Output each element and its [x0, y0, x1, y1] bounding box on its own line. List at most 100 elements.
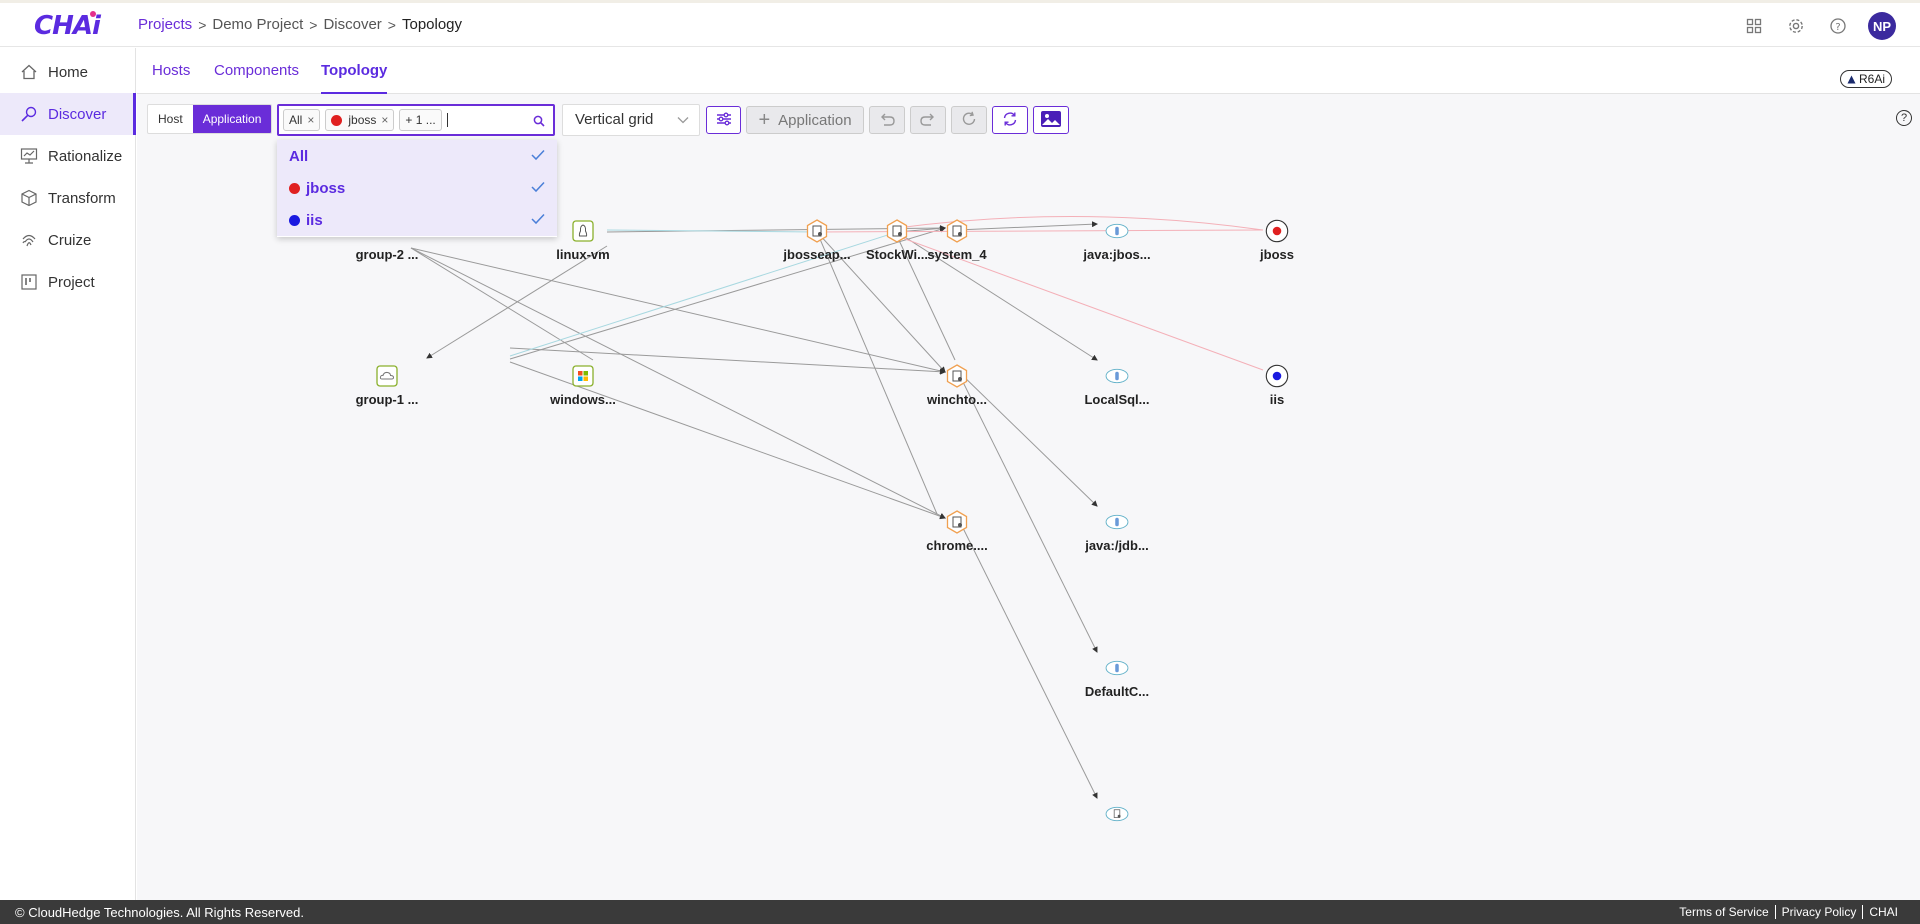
help-icon[interactable]: ?	[1826, 14, 1850, 38]
option-label: iis	[306, 211, 323, 229]
sidebar-item-cruize[interactable]: Cruize	[0, 219, 135, 261]
add-application-button[interactable]: + Application	[746, 106, 864, 134]
topology-node-localsql[interactable]: LocalSql...	[1057, 364, 1177, 407]
database-icon	[1105, 510, 1129, 534]
linux-icon	[571, 219, 595, 243]
breadcrumb-projects[interactable]: Projects	[138, 16, 193, 33]
board-icon	[20, 273, 38, 291]
topology-node-stockwi[interactable]: StockWi...	[837, 219, 957, 262]
filter-tag-more[interactable]: + 1 ...	[399, 109, 442, 131]
filter-tag-all[interactable]: All ×	[283, 109, 321, 131]
tab-topology[interactable]: Topology	[321, 62, 388, 94]
application-filter-input[interactable]: All × jboss × + 1 ...	[277, 104, 555, 136]
gear-icon[interactable]	[1784, 14, 1808, 38]
topology-node-system-4[interactable]: system_4	[897, 219, 1017, 262]
application-icon	[885, 219, 909, 243]
chai-link[interactable]: CHAI	[1862, 905, 1904, 919]
topology-edges	[410, 216, 1264, 799]
cloud-icon	[375, 364, 399, 388]
sliders-icon	[716, 112, 732, 129]
check-icon	[531, 148, 545, 165]
view-toggle: Host Application	[147, 104, 273, 134]
option-label: All	[289, 147, 309, 165]
sidebar-item-label: Home	[48, 63, 89, 81]
apps-grid-icon[interactable]	[1742, 14, 1766, 38]
breadcrumb: Projects > Demo Project > Discover > Top…	[138, 16, 462, 33]
filter-tag-jboss[interactable]: jboss ×	[325, 109, 395, 131]
node-label: LocalSql...	[1084, 392, 1150, 407]
footer-links: Terms of Service Privacy Policy CHAI	[1673, 905, 1904, 919]
remove-tag-icon[interactable]: ×	[381, 113, 389, 127]
main-content: Hosts Components Topology R6Ai Host Appl…	[137, 48, 1920, 900]
application-icon	[1105, 802, 1129, 826]
check-icon	[531, 212, 545, 229]
breadcrumb-separator-icon: >	[309, 16, 318, 33]
node-label: java:/jdb...	[1085, 538, 1149, 553]
dropdown-option-jboss[interactable]: jboss	[277, 172, 557, 204]
remove-tag-icon[interactable]: ×	[307, 113, 315, 127]
application-icon	[945, 219, 969, 243]
sidebar-item-label: Discover	[48, 105, 107, 123]
topology-node-java-jbos[interactable]: java:jbos...	[1057, 219, 1177, 262]
node-label: DefaultC...	[1084, 684, 1150, 699]
reset-button[interactable]	[951, 106, 987, 134]
check-icon	[531, 180, 545, 197]
node-label: winchto...	[927, 392, 987, 407]
refresh-button[interactable]	[992, 106, 1028, 134]
breadcrumb-demo-project[interactable]: Demo Project	[212, 16, 304, 33]
topology-node-linux-vm[interactable]: linux-vm	[523, 219, 643, 262]
header-actions: ? NP	[1742, 11, 1920, 41]
iis-tag-icon	[1265, 364, 1289, 388]
dropdown-option-all[interactable]: All	[277, 140, 557, 172]
topology-node-jboss[interactable]: jboss	[1217, 219, 1337, 262]
privacy-link[interactable]: Privacy Policy	[1774, 905, 1863, 919]
topology-node-app[interactable]	[1057, 802, 1177, 826]
filter-settings-button[interactable]	[706, 106, 741, 134]
application-toggle-button[interactable]: Application	[192, 105, 272, 133]
help-icon[interactable]: ?	[1896, 110, 1912, 126]
dropdown-option-iis[interactable]: iis	[277, 204, 557, 236]
r6ai-badge[interactable]: R6Ai	[1839, 70, 1892, 88]
footer: © CloudHedge Technologies. All Rights Re…	[0, 900, 1920, 924]
user-avatar[interactable]: NP	[1868, 12, 1896, 40]
sidebar-item-rationalize[interactable]: Rationalize	[0, 135, 135, 177]
topology-node-java-jdb[interactable]: java:/jdb...	[1057, 510, 1177, 553]
option-label: jboss	[306, 179, 346, 197]
undo-button[interactable]	[869, 106, 905, 134]
redo-icon	[919, 112, 937, 129]
tab-hosts[interactable]: Hosts	[152, 62, 191, 79]
r6ai-badge-label: R6Ai	[1858, 72, 1885, 86]
terms-link[interactable]: Terms of Service	[1679, 905, 1769, 919]
sidebar-item-discover[interactable]: Discover	[0, 93, 136, 135]
topology-canvas[interactable]: group-2 ... linux-vm jbosseap... StockWi…	[137, 144, 1920, 884]
r6ai-logo-icon	[1847, 75, 1856, 84]
host-toggle-button[interactable]: Host	[158, 112, 183, 126]
iis-color-dot	[289, 214, 300, 226]
jboss-tag-icon	[1265, 219, 1289, 243]
topology-node-defaultc[interactable]: DefaultC...	[1057, 656, 1177, 699]
layout-select-value: Vertical grid	[575, 111, 654, 128]
sidebar-item-transform[interactable]: Transform	[0, 177, 135, 219]
sidebar-item-project[interactable]: Project	[0, 261, 135, 303]
redo-button[interactable]	[910, 106, 946, 134]
text-cursor	[446, 113, 448, 127]
breadcrumb-discover[interactable]: Discover	[323, 16, 382, 33]
topology-node-jbosseap[interactable]: jbosseap...	[757, 219, 877, 262]
rationalize-icon	[20, 147, 38, 165]
node-label: group-1 ...	[355, 392, 419, 407]
export-image-button[interactable]	[1033, 106, 1069, 134]
database-icon	[1105, 364, 1129, 388]
search-icon[interactable]	[533, 114, 545, 130]
copyright-text: © CloudHedge Technologies. All Rights Re…	[15, 905, 305, 920]
topology-node-group-2[interactable]: group-2 ...	[327, 219, 447, 262]
layout-select[interactable]: Vertical grid	[562, 104, 700, 136]
topology-node-winchto[interactable]: winchto...	[897, 364, 1017, 407]
chai-logo[interactable]: CHAi	[34, 11, 101, 41]
fingerprint-icon	[20, 231, 38, 249]
sidebar-item-home[interactable]: Home	[0, 51, 135, 93]
topology-node-windows[interactable]: windows...	[523, 364, 643, 407]
tab-components[interactable]: Components	[214, 62, 300, 79]
topology-node-iis[interactable]: iis	[1217, 364, 1337, 407]
topology-node-group-1[interactable]: group-1 ...	[327, 364, 447, 407]
topology-node-chrome[interactable]: chrome....	[897, 510, 1017, 553]
